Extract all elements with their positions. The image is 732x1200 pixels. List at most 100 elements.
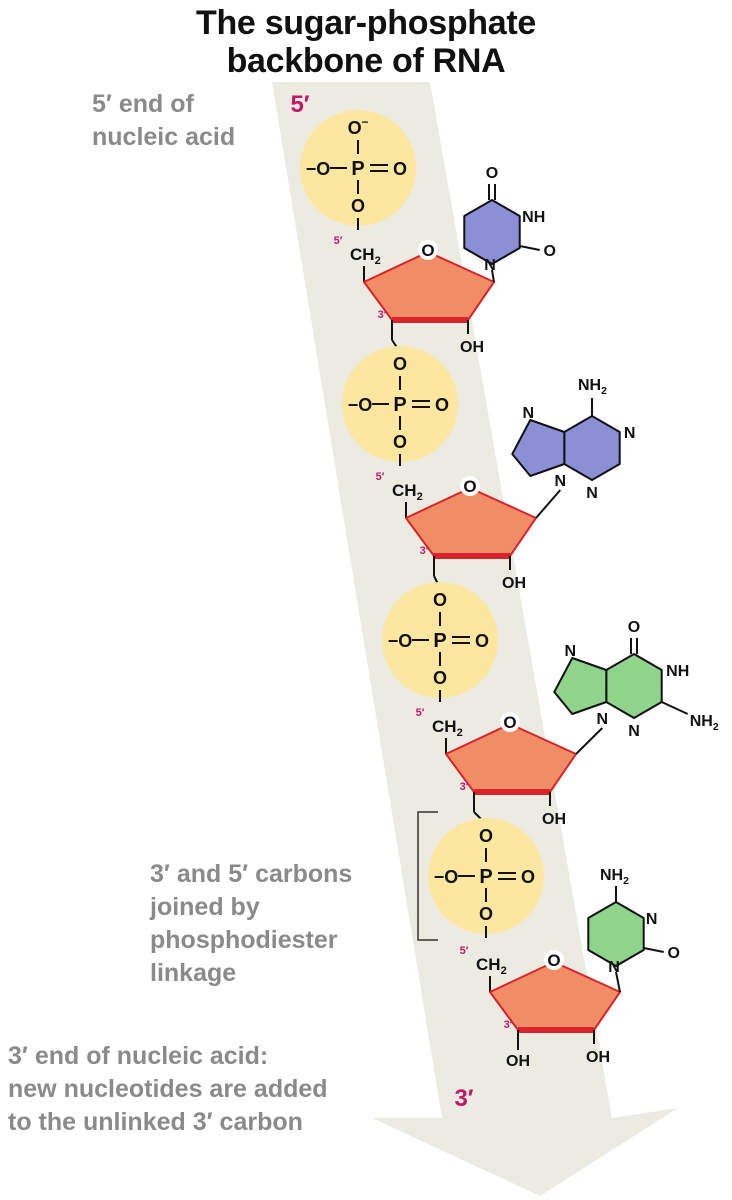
glycosidic-bond-2 <box>575 727 603 755</box>
phosphate-p-2: P <box>433 630 446 652</box>
phosphate-right-oxygen-1: O <box>435 395 449 415</box>
sugar-carbon-3-label-0: 3′ <box>378 309 387 321</box>
sugar-ch2-0: CH2 <box>350 245 381 267</box>
linkage-label: 3′ and 5′ carbons joined by phosphodiest… <box>150 858 352 990</box>
phosphate-left-oxygen-2: −O <box>388 631 413 651</box>
sugar-ring-oxygen-2: O <box>503 713 516 732</box>
phosphate-bottom-oxygen-2: O <box>433 668 447 688</box>
base-six-ring-1 <box>563 415 621 481</box>
phosphate-right-oxygen-3: O <box>521 867 535 887</box>
sugar-ring-1 <box>405 487 537 557</box>
five-prime-end-label: 5′ end of nucleic acid <box>92 88 235 154</box>
sugar-carbon-3-label-1: 3′ <box>420 545 429 557</box>
base-ring-0 <box>463 199 521 265</box>
glycosidic-bond-0 <box>491 269 495 283</box>
phosphate-circle-3 <box>428 818 544 934</box>
base-n1-1: N <box>624 425 636 442</box>
linkage-line-2: joined by <box>150 893 260 921</box>
sugar-ch2-1: CH2 <box>392 481 423 503</box>
sugar-2-hydroxyl-2: OH <box>542 811 566 828</box>
base-nh-0: NH <box>522 209 545 226</box>
sugar-carbon-5-label-2: 5′ <box>416 707 425 719</box>
sugar-ring-oxygen-bg-2 <box>500 712 520 732</box>
phosphate-p-3: P <box>479 866 492 888</box>
sugar-2-hydroxyl-1: OH <box>502 575 526 592</box>
base-n7-2: N <box>565 643 577 660</box>
base-six-ring-2 <box>605 653 663 719</box>
sugar-carbon-3-label-2: 3′ <box>460 781 469 793</box>
linkage-line-1: 3′ and 5′ carbons <box>150 860 353 888</box>
base-n7-1: N <box>523 405 535 422</box>
base-n1-3: N <box>608 959 620 976</box>
base-amine-bond-2 <box>661 701 689 715</box>
base-n9-2: N <box>597 711 609 728</box>
glycosidic-bond-1 <box>535 489 562 519</box>
base-right-double-a-3 <box>643 947 664 953</box>
linkage-line-4: linkage <box>150 959 237 987</box>
sugar-ring-3 <box>489 961 621 1031</box>
sugar-ring-oxygen-bg-1 <box>460 476 480 496</box>
phosphate-bottom-oxygen-0: O <box>351 196 365 216</box>
phosphate-circle-2 <box>382 582 498 698</box>
sugar-ring-oxygen-3: O <box>547 951 560 970</box>
sugar-ch2-3: CH2 <box>476 955 507 977</box>
phosphate-right-oxygen-0: O <box>393 159 407 179</box>
base-right-oxygen-3: O <box>667 945 679 962</box>
sugar-ring-oxygen-bg-3 <box>544 950 564 970</box>
phosphate-left-oxygen-1: −O <box>348 395 373 415</box>
base-n3-2: N <box>628 723 640 740</box>
phosphate-bottom-oxygen-3: O <box>479 904 493 924</box>
three-prime-end-label: 3′ end of nucleic acid: new nucleotides … <box>8 1040 328 1139</box>
sugar-carbon-3-label-3: 3′ <box>504 1019 513 1031</box>
base-amine-1: NH2 <box>578 377 607 397</box>
phosphate-circle-0 <box>300 110 416 226</box>
sugar-ring-0 <box>363 251 495 321</box>
base-nh-2: NH <box>666 663 689 680</box>
sugar-carbon-5-label-1: 5′ <box>376 471 385 483</box>
three-prime-end-line-1: 3′ end of nucleic acid: <box>8 1042 269 1070</box>
phosphate-top-oxygen-1: O <box>393 354 407 374</box>
five-prime-end-line-2: nucleic acid <box>92 123 236 151</box>
sugar-carbon-5-label-3: 5′ <box>460 945 469 957</box>
base-ring-3 <box>587 901 645 967</box>
base-five-ring-1 <box>511 419 566 477</box>
base-amine-2: NH2 <box>690 713 719 733</box>
phosphate-p-0: P <box>351 158 364 180</box>
sugar-3-hydroxyl-3: OH <box>506 1053 530 1070</box>
sugar-ring-oxygen-1: O <box>463 477 476 496</box>
three-prime-marker: 3′ <box>454 1085 473 1112</box>
three-prime-end-line-2: new nucleotides are added <box>8 1075 328 1103</box>
sugar-2-hydroxyl-0: OH <box>460 339 484 356</box>
base-right-double-a-0 <box>519 245 540 251</box>
phosphate-top-oxygen-3: O <box>479 826 493 846</box>
sugar-ch2-2: CH2 <box>432 717 463 739</box>
sugar-ring-oxygen-bg-0 <box>418 240 438 260</box>
linkage-line-3: phosphodiester <box>150 926 338 954</box>
phosphate-left-oxygen-0: −O <box>306 159 331 179</box>
sugar-2-hydroxyl-3: OH <box>586 1049 610 1066</box>
sugar-ring-oxygen-0: O <box>421 241 434 260</box>
base-top-oxygen-2: O <box>628 619 640 636</box>
base-n3-1: N <box>586 485 598 502</box>
phosphate-top-oxygen-2: O <box>433 590 447 610</box>
five-prime-end-line-1: 5′ end of <box>92 90 194 118</box>
phosphate-left-oxygen-3: −O <box>434 867 459 887</box>
base-right-oxygen-0: O <box>543 243 555 260</box>
title-line-1: The sugar-phosphate <box>196 4 536 42</box>
three-prime-end-line-3: to the unlinked 3′ carbon <box>8 1108 303 1136</box>
five-prime-marker: 5′ <box>290 91 309 118</box>
title-line-2: backbone of RNA <box>226 42 506 80</box>
phosphate-circle-1 <box>342 346 458 462</box>
sugar-carbon-5-label-0: 5′ <box>334 235 343 247</box>
sugar-ring-2 <box>445 723 577 793</box>
base-n1-0: N <box>484 257 496 274</box>
phosphate-p-1: P <box>393 394 406 416</box>
base-n3-3: N <box>646 911 658 928</box>
base-amine-3: NH2 <box>600 867 629 887</box>
phosphate-bottom-oxygen-1: O <box>393 432 407 452</box>
linkage-bracket <box>417 811 438 941</box>
glycosidic-bond-3 <box>615 971 621 993</box>
base-n9-1: N <box>555 473 567 490</box>
phosphate-right-oxygen-2: O <box>475 631 489 651</box>
